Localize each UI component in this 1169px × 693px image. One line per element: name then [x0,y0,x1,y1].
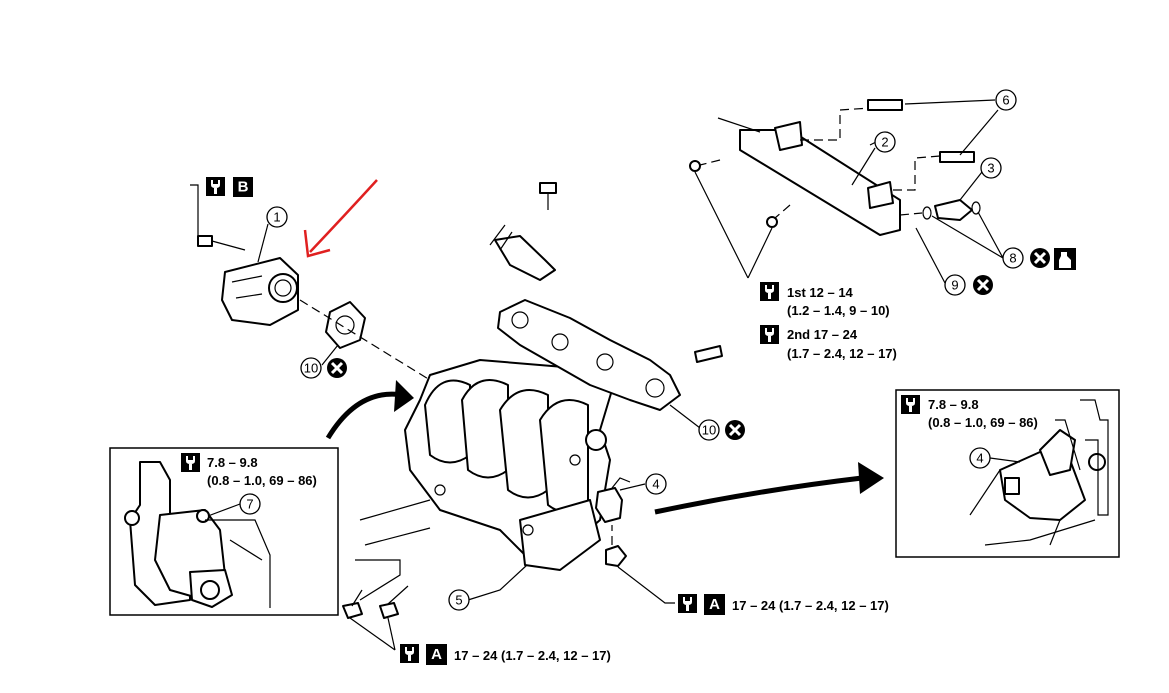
part-number-10-right: 10 [702,423,716,438]
torque-letter-a-box-2 [426,644,447,665]
inset-left-torque: 7.8 – 9.8 [207,455,258,470]
torque-letter-a: A [709,596,720,613]
callout-7 [239,493,261,515]
throttle-gasket [325,301,366,349]
callout-4 [645,473,667,495]
do-not-reuse-icon [723,418,747,442]
fuel-rail-torque-first-alt: (1.2 – 1.4, 9 – 10) [787,303,890,318]
bolt-torque: 17 – 24 (1.7 – 2.4, 12 – 17) [454,648,611,663]
part-number-5: 5 [455,593,462,608]
part-number-4-inset: 4 [976,451,983,466]
fuel-injector [934,199,973,221]
part-number-4: 4 [652,477,659,492]
torque-wrench-icon [206,177,225,196]
manifold-gasket [497,299,723,411]
torque-wrench-icon [678,594,697,613]
fuel-rail-torque-second: 2nd 17 – 24 [787,327,858,342]
intake-manifold [404,359,613,571]
do-not-reuse-icon [971,273,995,297]
fuel-rail [689,99,975,236]
callout-8 [1002,247,1024,269]
part-number-7: 7 [246,497,253,512]
part-number-1: 1 [273,210,280,225]
torque-wrench-icon [181,453,200,472]
fuel-rail-torque-first: 1st 12 – 14 [787,285,854,300]
torque-wrench-icon [901,395,920,414]
sensor [595,487,623,523]
annotation-arrow [309,179,378,253]
torque-wrench-icon [400,644,419,663]
do-not-reuse-icon [1028,246,1052,270]
callout-2 [874,131,896,153]
harness-bracket [489,182,557,281]
callout-6 [995,89,1017,111]
part-number-8: 8 [1009,251,1016,266]
callout-3 [980,157,1002,179]
part-number-10-left: 10 [304,361,318,376]
inset-right-torque-alt: (0.8 – 1.0, 69 – 86) [928,415,1038,430]
bolt-a-2 [379,602,399,619]
inset-left-torque-alt: (0.8 – 1.0, 69 – 86) [207,473,317,488]
torque-letter-a-2: A [431,646,442,663]
part-number-2: 2 [881,135,888,150]
callout-4-inset [969,447,991,469]
callout-10-right [698,419,720,441]
callout-5 [448,589,470,611]
callout-9 [944,274,966,296]
pointer-arrow-right [654,475,863,515]
nut [605,545,627,567]
part-number-6: 6 [1002,93,1009,108]
part-number-9: 9 [951,278,958,293]
spacer-6b [939,151,975,163]
fuel-rail-torque-second-alt: (1.7 – 2.4, 12 – 17) [787,346,897,361]
do-not-reuse-icon [325,356,349,380]
torque-letter-b: B [238,179,249,196]
inset-right: 4 7.8 – 9.8 (0.8 – 1.0, 69 – 86) [895,389,1120,558]
part-number-3: 3 [987,161,994,176]
spacer-6a [867,99,903,111]
torque-letter-a-box [704,594,725,615]
nut-torque: 17 – 24 (1.7 – 2.4, 12 – 17) [732,598,889,613]
torque-wrench-icon [760,282,779,301]
inset-right-torque: 7.8 – 9.8 [928,397,979,412]
torque-wrench-icon [760,325,779,344]
torque-letter-b-box [233,177,253,197]
inset-left: 7 7.8 – 9.8 (0.8 – 1.0, 69 – 86) [109,447,339,616]
lubricant-bottle-icon [1054,248,1076,270]
callout-1 [266,206,288,228]
callout-10-left [300,357,322,379]
throttle-body [190,184,299,326]
